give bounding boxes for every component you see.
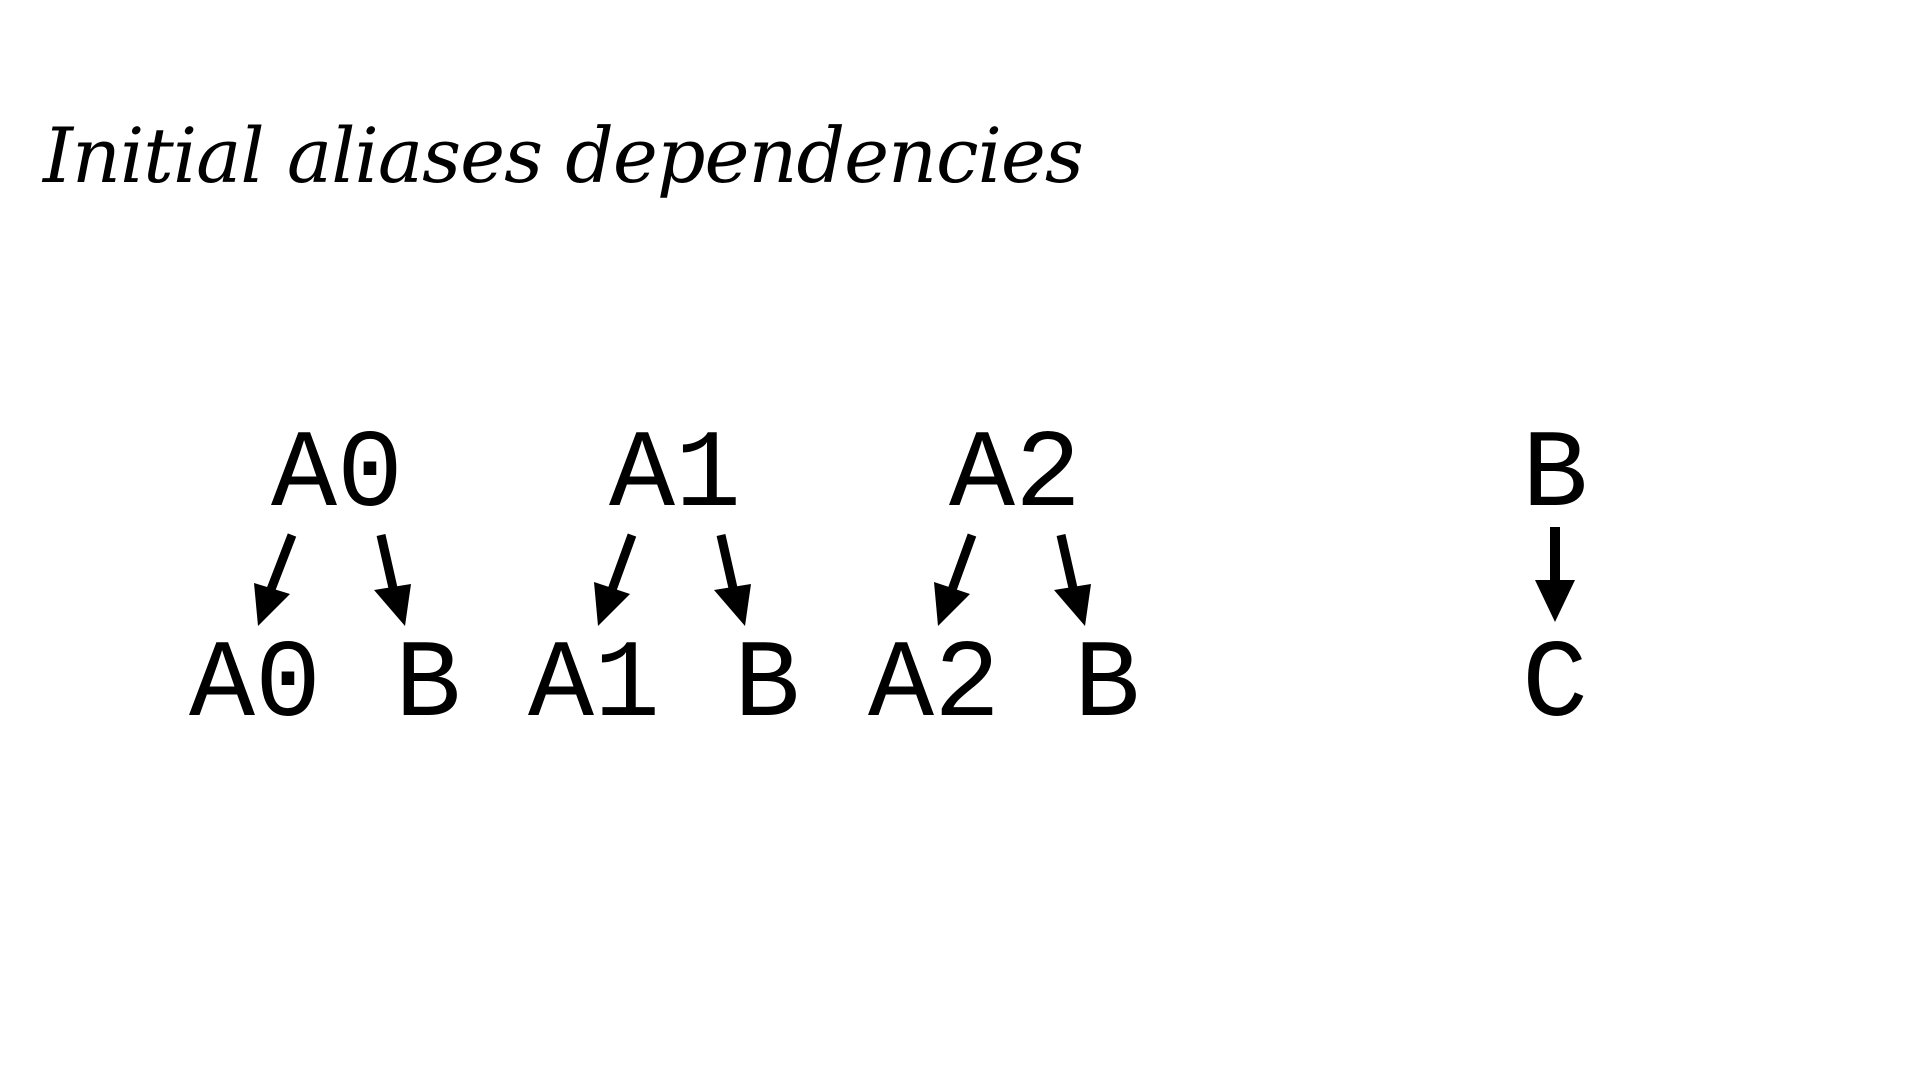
node-a1-top: A1 [609,414,741,539]
arrow-a1-to-a1 [594,533,637,626]
arrow-a2-to-a2 [934,533,977,626]
node-b-bottom-3: B [1074,624,1140,749]
node-c-bottom: C [1522,624,1588,749]
arrow-a2-to-b [1054,534,1091,626]
arrow-a0-to-a0 [254,533,297,626]
node-a1-bottom: A1 [528,624,660,749]
node-a0-bottom: A0 [189,624,321,749]
node-a0-top: A0 [271,414,403,539]
node-a2-top: A2 [949,414,1081,539]
node-b-bottom-1: B [395,624,461,749]
slide-title: Initial aliases dependencies [43,111,1084,200]
arrow-a1-to-b [714,534,751,626]
arrow-b-to-c [1535,527,1575,622]
node-b-bottom-2: B [734,624,800,749]
node-b-top: B [1522,414,1588,539]
node-a2-bottom: A2 [868,624,1000,749]
arrow-a0-to-b [374,534,411,626]
